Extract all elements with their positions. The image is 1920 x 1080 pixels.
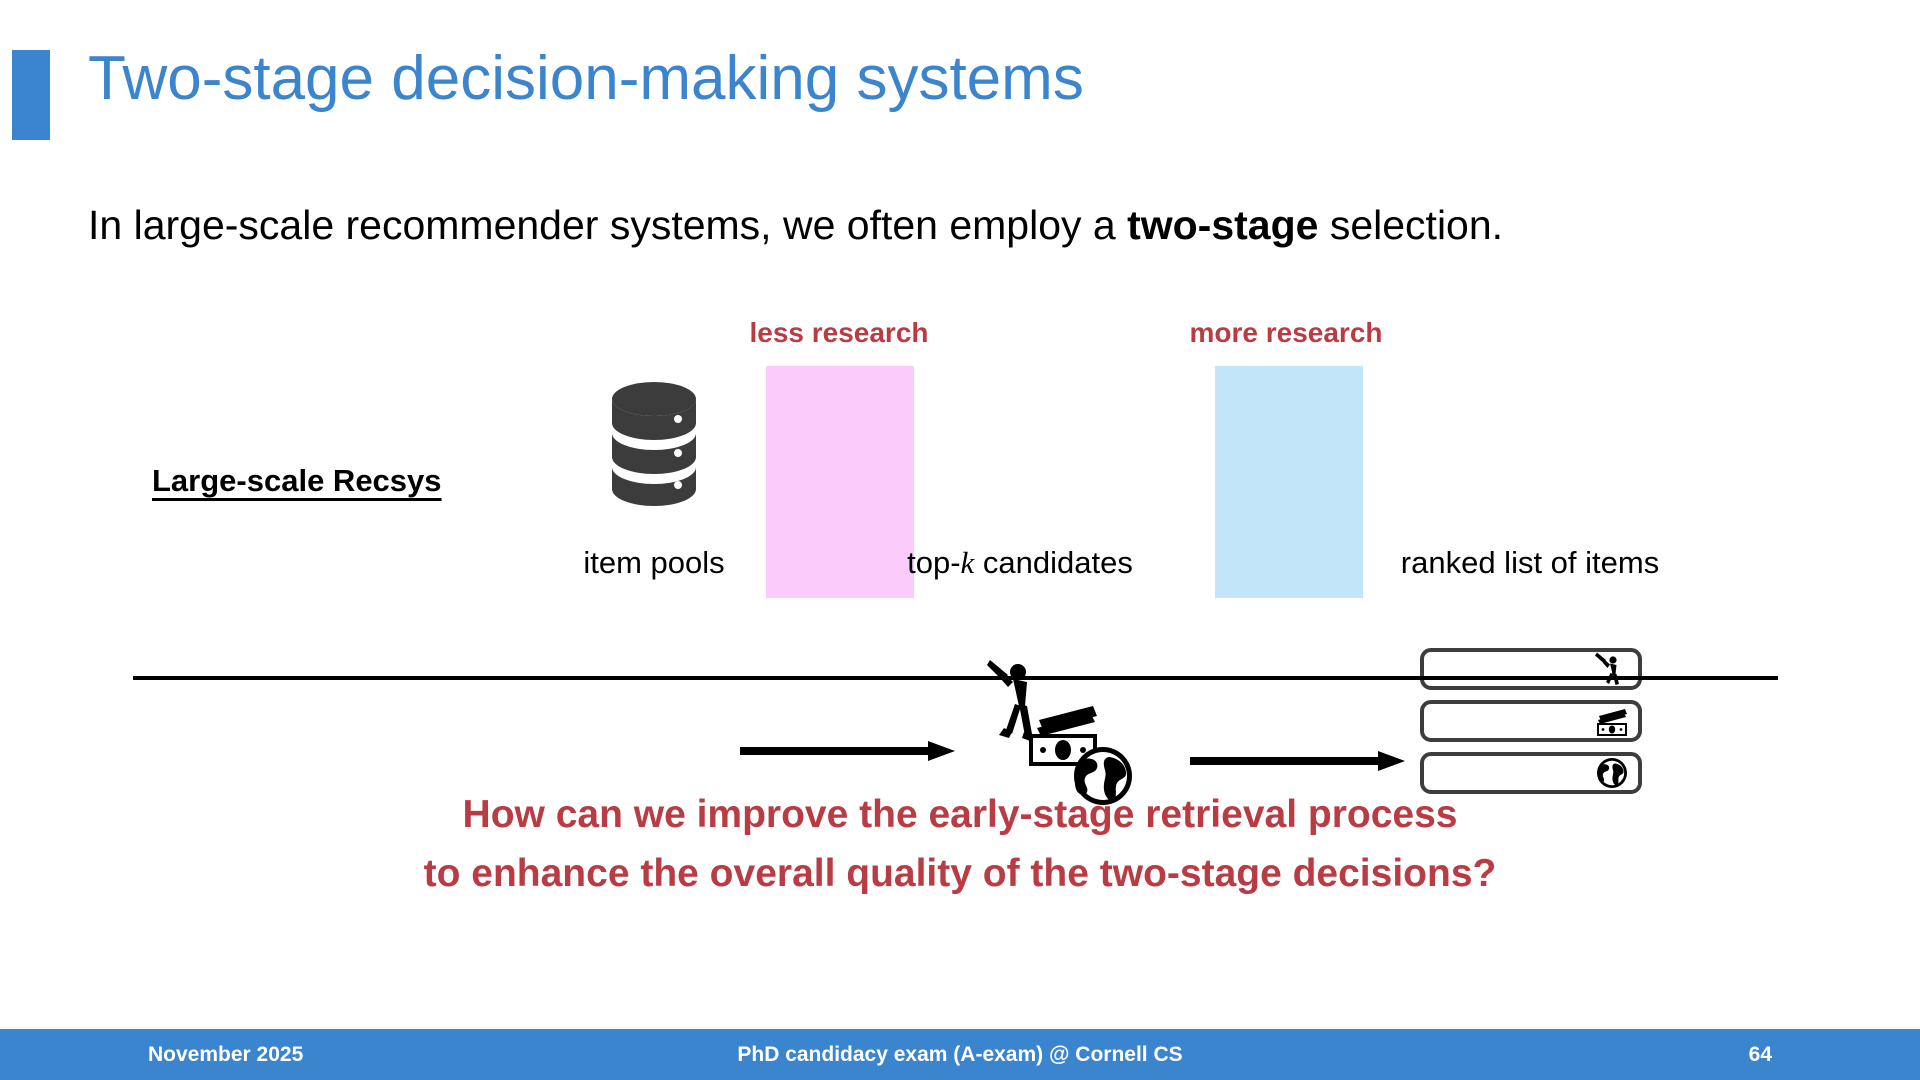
caption-topk-suffix: candidates (974, 545, 1133, 580)
banknote-icon (1595, 704, 1629, 738)
caption-topk-variable: k (960, 545, 975, 580)
lead-sentence-emphasis: two-stage (1127, 202, 1319, 248)
research-question: How can we improve the early-stage retri… (0, 785, 1920, 904)
arrow-retrieval (740, 740, 955, 762)
row-label-large-scale-recsys: Large-scale Recsys (152, 463, 442, 498)
globe-icon (1595, 756, 1629, 790)
arrow-ranking (1190, 750, 1405, 772)
page-title: Two-stage decision-making systems (88, 44, 1084, 113)
two-stage-pipeline-diagram: less research more research Large-scale … (0, 290, 1920, 805)
slide-footer: November 2025 PhD candidacy exam (A-exam… (0, 1029, 1920, 1080)
candidate-items-icon-cluster (985, 658, 1145, 808)
stage-label-less-research: less research (749, 317, 929, 348)
lead-sentence-before: In large-scale recommender systems, we o… (88, 202, 1128, 248)
caption-ranked-list: ranked list of items (1400, 545, 1660, 580)
ranked-list-items (1420, 648, 1644, 796)
ranked-list-item-3 (1420, 752, 1642, 794)
title-accent-bar (12, 50, 50, 140)
database-icon (608, 377, 700, 507)
section-divider (133, 676, 1778, 680)
stage-band-ranking (1215, 366, 1363, 598)
footer-event: PhD candidacy exam (A-exam) @ Cornell CS (737, 1043, 1183, 1066)
globe-icon (1074, 747, 1132, 805)
footer-slide-number: 64 (1748, 1043, 1772, 1066)
stage-label-more-research: more research (1189, 317, 1383, 348)
stage-band-retrieval (766, 366, 914, 598)
lead-sentence: In large-scale recommender systems, we o… (88, 200, 1503, 251)
ranked-list-item-1 (1420, 648, 1642, 690)
ranked-list-item-2 (1420, 700, 1642, 742)
caption-item-pools: item pools (583, 545, 725, 580)
research-question-line-1: How can we improve the early-stage retri… (462, 793, 1458, 836)
caption-topk-candidates: top-k candidates (790, 545, 1250, 581)
caption-topk-prefix: top- (907, 545, 961, 580)
baseball-batter-icon (1595, 652, 1629, 686)
lead-sentence-after: selection. (1318, 202, 1504, 248)
baseball-batter-icon (987, 660, 1035, 742)
research-question-line-2: to enhance the overall quality of the tw… (423, 852, 1497, 896)
footer-date: November 2025 (148, 1043, 304, 1066)
